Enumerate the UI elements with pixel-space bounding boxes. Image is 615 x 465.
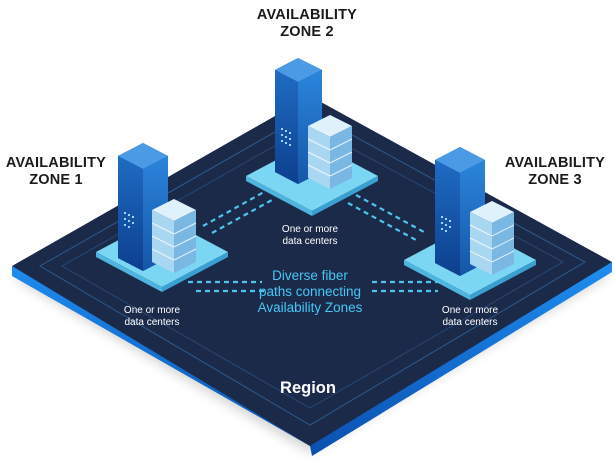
- region-outline-inner: [60, 125, 565, 409]
- zone3-server-stack: [469, 201, 515, 275]
- zone2-title: AVAILABILITY ZONE 2: [256, 7, 358, 41]
- fiber-paths-label: Diverse fiber paths connecting Availabil…: [257, 268, 363, 316]
- zone1-server-stack: [151, 199, 197, 273]
- zone2-server-stack: [307, 115, 353, 189]
- region-label: Region: [280, 379, 336, 397]
- fiber-path-1-2a: [202, 191, 265, 227]
- zone3-title: AVAILABILITY ZONE 3: [504, 155, 606, 189]
- fiber-connectors: [188, 191, 446, 293]
- zone1-datacenter-label: One or more data centers: [123, 305, 181, 328]
- fiber-path-1-2b: [211, 199, 273, 234]
- zone1-title: AVAILABILITY ZONE 1: [5, 155, 107, 189]
- zone3-datacenter-label: One or more data centers: [441, 305, 499, 328]
- zone2-datacenter-label: One or more data centers: [281, 224, 339, 247]
- fiber-path-2-3b: [347, 202, 417, 241]
- fiber-path-2-3a: [355, 194, 425, 233]
- region-outline-outer: [39, 111, 587, 426]
